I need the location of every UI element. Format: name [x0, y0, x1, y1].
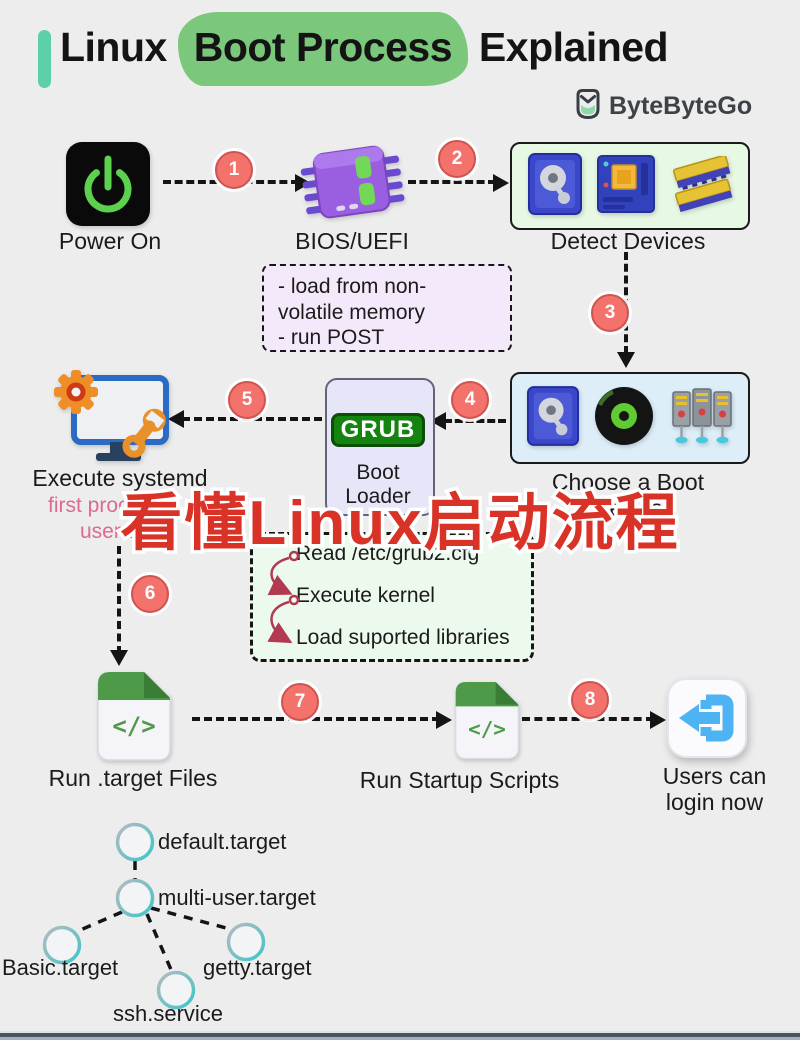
arrow-7-head — [436, 711, 452, 729]
grub-badge: GRUB — [331, 413, 425, 447]
run-startup-scripts-label: Run Startup Scripts — [359, 767, 560, 793]
arrow-3-head — [617, 352, 635, 368]
run-target-files-label: Run .target Files — [48, 765, 218, 791]
bios-note-line: volatile memory — [278, 300, 426, 324]
arrow-5-line — [182, 417, 322, 421]
page-title: Linux Boot Process Explained — [60, 12, 669, 86]
detect-devices-box — [510, 142, 750, 230]
arrow-8-head — [650, 711, 666, 729]
tree-node-default-target: default.target — [158, 829, 287, 854]
arrow-6-line — [117, 546, 121, 654]
target-tree-graph — [0, 815, 330, 1035]
grub-step-item: Execute kernel — [296, 584, 435, 607]
hard-disk-icon — [526, 385, 579, 452]
title-prefix: Linux — [60, 24, 178, 70]
power-on-icon — [66, 142, 150, 226]
boot-loader-box — [325, 378, 435, 516]
ram-icon — [671, 154, 733, 217]
brand-name: ByteByteGo — [609, 92, 753, 120]
arrow-4-line — [444, 419, 506, 423]
choose-boot-box — [510, 372, 750, 464]
tree-node-multi-user-target: multi-user.target — [158, 885, 316, 910]
watermark-text: 看懂Linux启动流程 看懂Linux启动流程 — [40, 472, 760, 562]
power-on-label: Power On — [58, 228, 162, 254]
bios-note-box: - load from non- volatile memory - run P… — [262, 264, 512, 352]
brand-logo: ByteByteGo — [574, 88, 752, 125]
login-icon — [666, 676, 748, 765]
grub-steps-flow-arrows — [256, 548, 302, 653]
motherboard-icon — [597, 154, 655, 218]
watermark-fill-layer: 看懂Linux启动流程 — [120, 489, 680, 558]
arrow-8-line — [522, 717, 654, 721]
boot-loader-label-line2: Loader — [345, 485, 411, 508]
svg-text:</>: </> — [468, 717, 506, 741]
arrow-2-head — [493, 174, 509, 192]
tree-node-getty-target: getty.target — [203, 955, 312, 980]
step-badge-4: 4 — [451, 381, 489, 419]
boot-loader-label-line1: Boot — [356, 461, 400, 484]
step-badge-3: 3 — [591, 294, 629, 332]
hard-disk-icon — [527, 152, 582, 220]
startup-script-file-icon: </> — [447, 672, 527, 771]
arrow-5-head — [168, 410, 184, 428]
step-badge-7: 7 — [281, 683, 319, 721]
choose-boot-label-line2: Device — [592, 495, 664, 521]
arrow-2-line — [408, 180, 496, 184]
title-suffix: Explained — [468, 24, 669, 70]
choose-boot-label-line1: Choose a Boot — [551, 469, 705, 495]
bios-note-line: - load from non- — [278, 275, 427, 298]
systemd-subtext-line2: user sp — [80, 520, 149, 543]
arrow-7-line — [192, 717, 440, 721]
target-file-icon: </> — [88, 666, 180, 768]
arrow-6-head — [110, 650, 128, 666]
title-accent-bar — [38, 30, 51, 88]
grub-step-item: Load suported libraries — [296, 626, 510, 649]
servers-icon — [670, 386, 734, 451]
step-badge-5: 5 — [228, 381, 266, 419]
tree-node-ssh-service: ssh.service — [113, 1001, 224, 1026]
login-label-line1: Users can — [662, 763, 767, 789]
detect-devices-label: Detect Devices — [550, 228, 706, 254]
execute-systemd-label: Execute systemd — [32, 465, 208, 491]
title-highlight: Boot Process — [177, 12, 469, 86]
tree-node-basic-target: Basic.target — [2, 955, 119, 980]
svg-text:</>: </> — [112, 712, 155, 740]
systemd-subtext-line1: first proc — [48, 494, 129, 517]
execute-systemd-icon — [38, 352, 173, 472]
grub-step-item: Read /etc/grub2.cfg — [296, 542, 480, 565]
disc-icon — [593, 385, 655, 452]
bytebytego-icon — [574, 88, 602, 125]
bios-note-line: - run POST — [278, 326, 385, 350]
step-badge-8: 8 — [571, 681, 609, 719]
bottom-edge-bar — [0, 1031, 800, 1040]
bios-label: BIOS/UEFI — [295, 228, 409, 254]
login-label-line2: login now — [665, 789, 764, 815]
step-badge-1: 1 — [215, 151, 253, 189]
watermark-stroke-layer: 看懂Linux启动流程 — [117, 486, 681, 562]
step-badge-2: 2 — [438, 140, 476, 178]
step-badge-6: 6 — [131, 575, 169, 613]
bios-chip-icon — [295, 138, 410, 235]
